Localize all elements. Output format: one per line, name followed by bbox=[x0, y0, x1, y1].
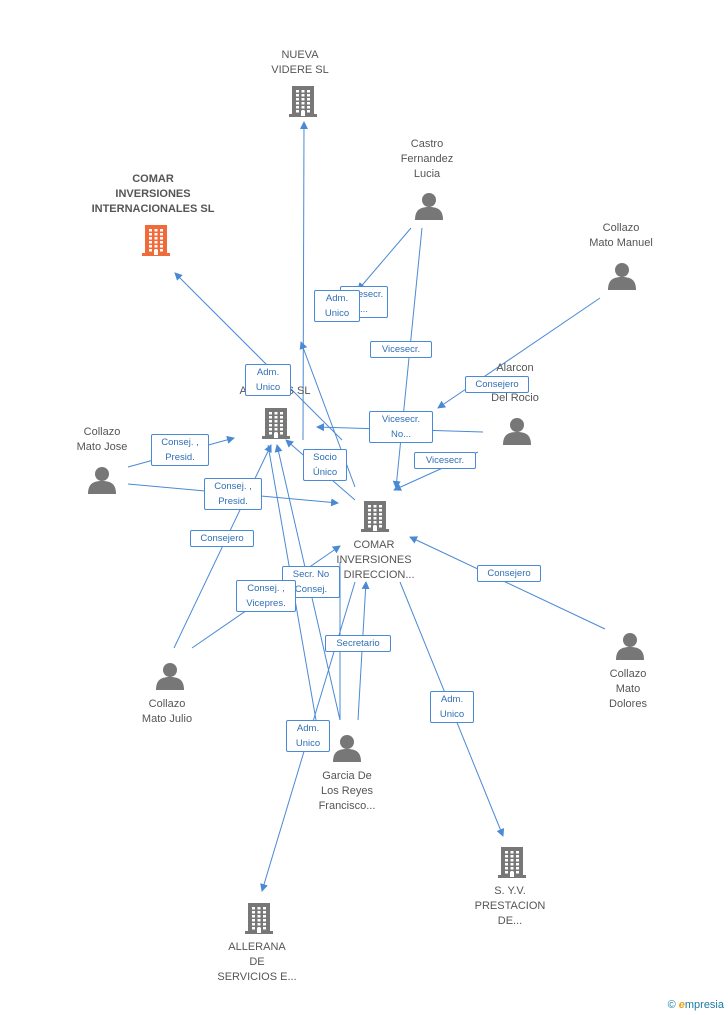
empresia-logo: © empresia bbox=[667, 999, 724, 1011]
edge-label-alle-nueva[interactable]: Adm. Unico bbox=[314, 290, 360, 322]
person-icon[interactable] bbox=[414, 191, 444, 226]
edge-label-comar-alle[interactable]: Socio Único bbox=[303, 449, 347, 481]
node-label-castro: Castro Fernandez Lucia bbox=[400, 138, 454, 180]
edge-line bbox=[392, 227, 423, 489]
person-icon[interactable] bbox=[332, 733, 362, 768]
edge-line bbox=[299, 121, 308, 441]
edge-label-jose-alle[interactable]: Consej. , Presid. bbox=[151, 434, 209, 466]
building-icon[interactable] bbox=[140, 223, 172, 262]
node-label-allerana: ALLERANA DE SERVICIOS E... bbox=[217, 941, 297, 983]
person-icon[interactable] bbox=[87, 465, 117, 500]
edge-label-dolores-comar[interactable]: Consejero bbox=[477, 565, 541, 582]
edge-label-julio-comar[interactable]: Consej. , Vicepres. bbox=[236, 580, 296, 612]
edge-label-garcia-sec[interactable]: Secretario bbox=[325, 635, 391, 652]
node-label-syv: S. Y.V. PRESTACION DE... bbox=[474, 885, 546, 927]
node-label-collazo-julio: Collazo Mato Julio bbox=[141, 698, 193, 725]
edge-label-comar-allerana[interactable]: Adm. Unico bbox=[286, 720, 330, 752]
edge-label-alarcon-comar[interactable]: Vicesecr. bbox=[414, 452, 476, 469]
edge-label-julio-alle[interactable]: Consejero bbox=[190, 530, 254, 547]
edge-label-alarcon-alle[interactable]: Vicesecr. No... bbox=[369, 411, 433, 443]
building-icon[interactable] bbox=[243, 901, 275, 940]
node-label-collazo-jose: Collazo Mato Jose bbox=[76, 426, 128, 453]
edge-line bbox=[174, 272, 343, 441]
person-icon[interactable] bbox=[155, 661, 185, 696]
edge-label-manuel-comar[interactable]: Consejero bbox=[465, 376, 529, 393]
node-label-nueva: NUEVA VIDERE SL bbox=[271, 49, 329, 76]
edge-label-alle-comar-int[interactable]: Adm. Unico bbox=[245, 364, 291, 396]
person-icon[interactable] bbox=[502, 416, 532, 451]
person-icon[interactable] bbox=[607, 261, 637, 296]
edge-label-castro-comar[interactable]: Vicesecr. bbox=[370, 341, 432, 358]
edge-label-comar-syv[interactable]: Adm. Unico bbox=[430, 691, 474, 723]
edge-line bbox=[409, 536, 606, 630]
node-label-comar-dir: COMAR INVERSIONES Y DIRECCION... bbox=[333, 539, 415, 581]
person-icon[interactable] bbox=[615, 631, 645, 666]
node-label-collazo-dolores: Collazo Mato Dolores bbox=[609, 668, 647, 710]
edge-label-jose-comar[interactable]: Consej. , Presid. bbox=[204, 478, 262, 510]
edge-line bbox=[357, 227, 412, 291]
node-label-comar-int: COMAR INVERSIONES INTERNACIONALES SL bbox=[91, 173, 215, 215]
building-icon[interactable] bbox=[287, 84, 319, 123]
building-icon[interactable] bbox=[496, 845, 528, 884]
node-label-collazo-manuel: Collazo Mato Manuel bbox=[589, 222, 653, 249]
building-icon[interactable] bbox=[359, 499, 391, 538]
node-label-garcia: Garcia De Los Reyes Francisco... bbox=[318, 770, 376, 812]
building-icon[interactable] bbox=[260, 406, 292, 445]
